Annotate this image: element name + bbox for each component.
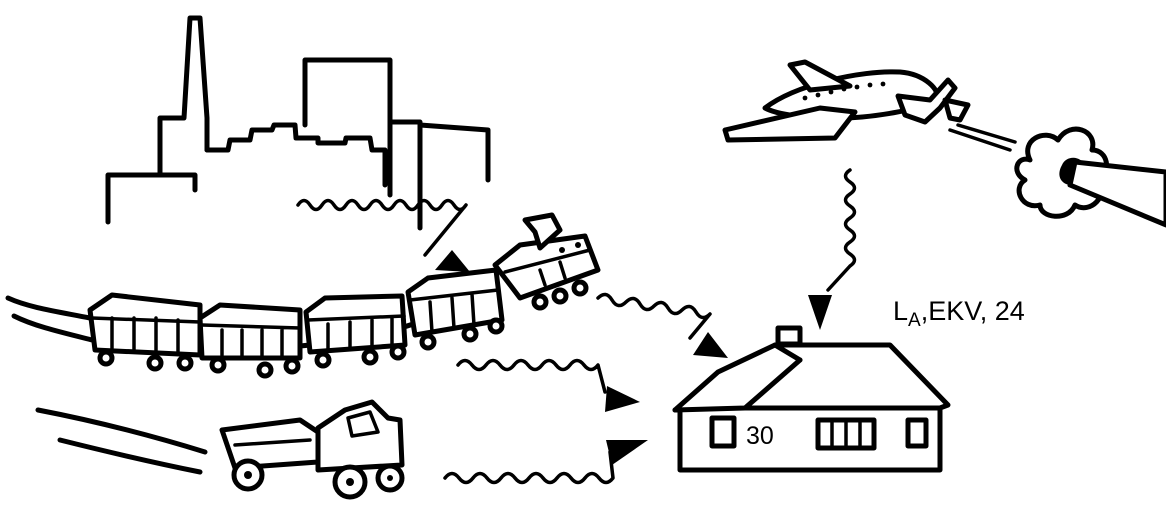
house-noise-value: 30: [746, 422, 774, 451]
airplane: [725, 62, 1015, 150]
level-symbol: L: [893, 296, 908, 326]
train: [90, 215, 598, 376]
factory: [108, 18, 488, 228]
truck: [222, 402, 402, 497]
level-subscript: A: [908, 310, 921, 331]
exhaust-cloud: [1017, 129, 1166, 225]
noise-level-label: LA,EKV, 24: [893, 296, 1025, 332]
road-lines: [38, 410, 205, 472]
level-suffix: ,EKV, 24: [921, 296, 1025, 326]
